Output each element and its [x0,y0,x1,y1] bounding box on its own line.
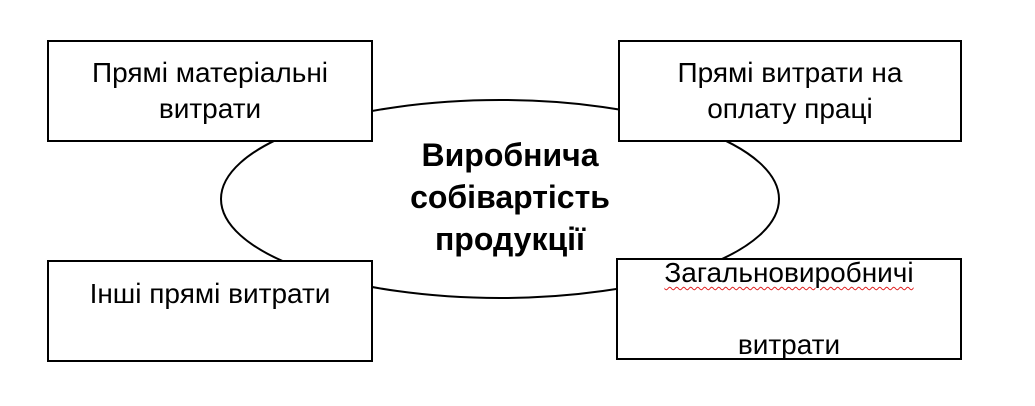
box-direct-labor-costs-label: Прямі витрати на оплату праці [677,57,903,124]
center-label: Виробнича собівартість продукції [410,137,610,257]
overhead-word-line2: витрати [737,329,841,360]
box-overhead-costs-label: Загальновиробничі витрати [664,219,913,399]
box-direct-labor-costs: Прямі витрати на оплату праці [618,40,962,142]
overhead-word-spellcheck: Загальновиробничі [664,257,914,288]
box-overhead-costs: Загальновиробничі витрати [616,257,962,360]
box-other-direct-costs: Інші прямі витрати [47,260,373,362]
box-direct-material-costs-label: Прямі матеріальні витрати [91,57,329,124]
central-ellipse [220,99,780,299]
box-other-direct-costs-label: Інші прямі витрати [89,278,331,309]
box-direct-material-costs: Прямі матеріальні витрати [47,40,373,142]
